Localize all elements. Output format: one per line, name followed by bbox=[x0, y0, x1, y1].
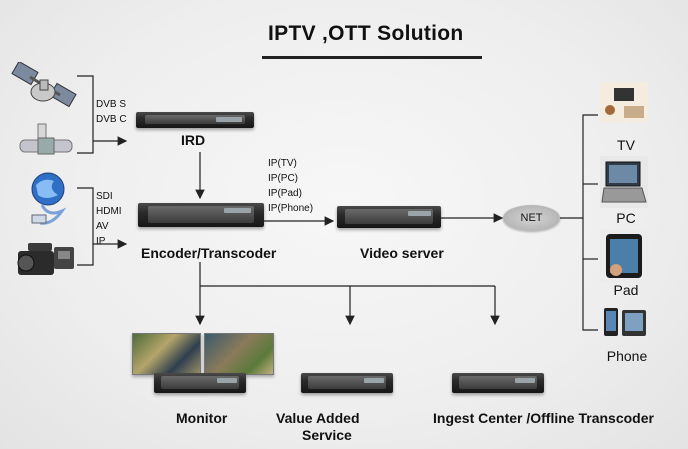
monitor-thumbnail-1 bbox=[132, 333, 201, 375]
video-server-device bbox=[337, 206, 441, 228]
stream-ip-pc: IP(PC) bbox=[268, 173, 298, 184]
phone-label: Phone bbox=[606, 348, 648, 364]
video-camera-icon bbox=[12, 239, 78, 286]
cable-splitter-icon bbox=[18, 122, 76, 165]
ingest-label: Ingest Center /Offline Transcoder bbox=[433, 410, 654, 426]
satellite-icon bbox=[10, 60, 78, 115]
value-added-label: Value Added bbox=[276, 410, 360, 426]
dvb-s-label: DVB S bbox=[96, 99, 127, 110]
video-server-label: Video server bbox=[360, 245, 444, 261]
net-cloud: NET bbox=[503, 205, 560, 231]
pc-label: PC bbox=[616, 210, 636, 226]
ingest-device bbox=[452, 373, 544, 393]
title-underline bbox=[262, 56, 482, 59]
monitor-device bbox=[154, 373, 246, 393]
sdi-label: SDI bbox=[96, 191, 113, 202]
globe-network-icon bbox=[28, 171, 72, 234]
ird-label: IRD bbox=[181, 132, 206, 148]
dvb-c-label: DVB C bbox=[96, 114, 127, 125]
stream-ip-tv: IP(TV) bbox=[268, 158, 297, 169]
phone-icon bbox=[602, 306, 648, 345]
pad-icon bbox=[600, 230, 648, 287]
pad-label: Pad bbox=[613, 282, 639, 298]
encoder-label: Encoder/Transcoder bbox=[141, 245, 277, 261]
tv-label: TV bbox=[617, 137, 635, 153]
monitor-label: Monitor bbox=[176, 410, 228, 426]
hdmi-label: HDMI bbox=[96, 206, 122, 217]
stream-ip-pad: IP(Pad) bbox=[268, 188, 302, 199]
monitor-thumbnail-2 bbox=[204, 333, 274, 375]
value-added-device bbox=[301, 373, 393, 393]
av-label: AV bbox=[96, 221, 109, 232]
stream-ip-phone: IP(Phone) bbox=[268, 203, 314, 214]
pc-icon bbox=[600, 156, 648, 213]
ip-label: IP bbox=[96, 236, 106, 247]
tv-icon bbox=[600, 82, 648, 127]
value-added-label-line2: Service bbox=[302, 427, 352, 443]
diagram-title: IPTV ,OTT Solution bbox=[268, 22, 464, 45]
encoder-device bbox=[138, 203, 264, 227]
ird-device bbox=[136, 112, 254, 128]
